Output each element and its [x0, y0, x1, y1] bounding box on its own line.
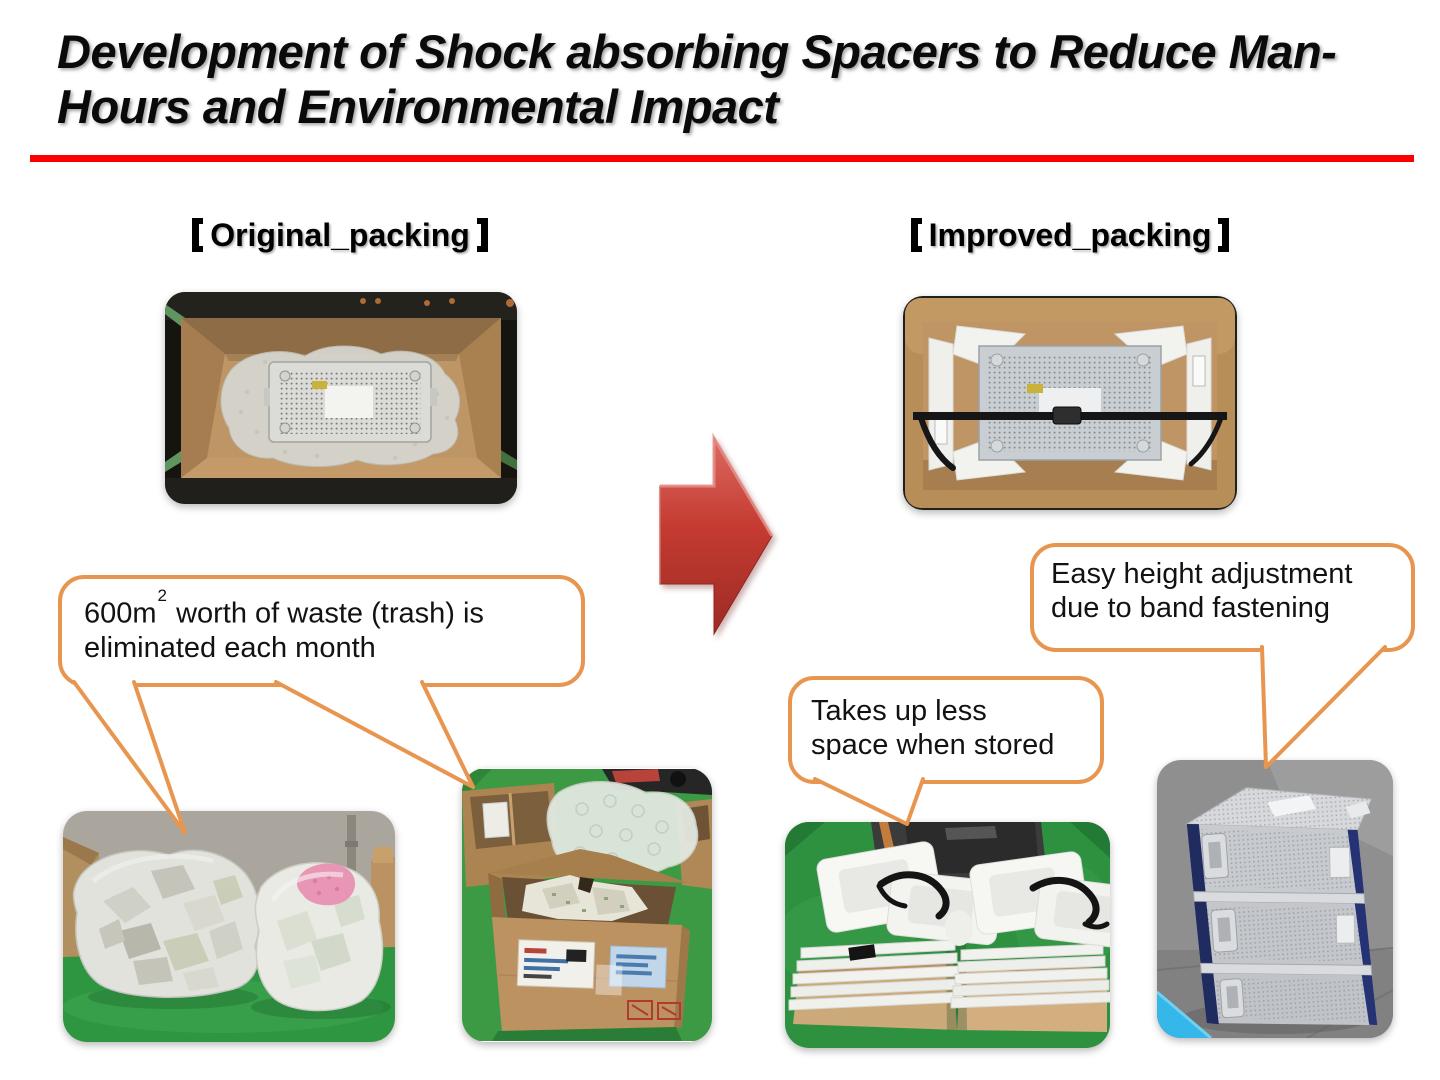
- height-adjust-callout: Easy height adjustment due to band faste…: [1030, 543, 1415, 652]
- waste-bags-photo: [63, 811, 395, 1042]
- storage-callout: Takes up less space when stored: [788, 676, 1104, 784]
- before-after-arrow: [659, 432, 774, 636]
- height-callout-line2: due to band fastening: [1051, 592, 1330, 624]
- stacked-cases-photo: [1157, 760, 1393, 1038]
- waste-callout-line2: eliminated each month: [84, 631, 376, 664]
- spacer-stack-right: [945, 851, 1110, 1009]
- section-label-improved-packing: Improved_packing: [850, 212, 1290, 258]
- height-callout-line1: Easy height adjustment: [1051, 558, 1353, 590]
- title-underline-rule: [30, 155, 1414, 162]
- section-label-original-packing: Original_packing: [120, 212, 560, 258]
- storage-callout-line1: Takes up less: [811, 695, 987, 727]
- waste-callout-tails: [72, 680, 475, 835]
- slide-title-line1: Development of Shock absorbing Spacers t…: [57, 25, 1337, 78]
- waste-callout-line1: 600m2 worth of waste (trash) is: [84, 586, 484, 630]
- height-callout-tail: [1260, 645, 1387, 769]
- lens-bracket-close: [1218, 218, 1230, 252]
- section-label-original-text: Original_packing: [210, 216, 470, 253]
- slide-title: Development of Shock absorbing Spacers t…: [57, 24, 1397, 134]
- spacer-stack-left: [788, 841, 1002, 1011]
- waste-boxes-photo: [462, 768, 712, 1042]
- lens-bracket-open: [910, 218, 922, 252]
- square-meter-superscript: 2: [157, 586, 168, 605]
- waste-reduction-callout: 600m2 worth of waste (trash) is eliminat…: [58, 575, 585, 687]
- storage-callout-tail: [813, 777, 925, 826]
- storage-callout-line2: space when stored: [811, 729, 1055, 761]
- lens-bracket-close: [476, 218, 488, 252]
- improved-packing-photo: [903, 296, 1237, 510]
- section-label-improved-text: Improved_packing: [928, 216, 1212, 253]
- slide-title-line2: Hours and Environmental Impact: [57, 80, 779, 133]
- stored-spacers-photo: [785, 822, 1110, 1048]
- lens-bracket-open: [192, 218, 204, 252]
- original-packing-photo: [165, 292, 517, 504]
